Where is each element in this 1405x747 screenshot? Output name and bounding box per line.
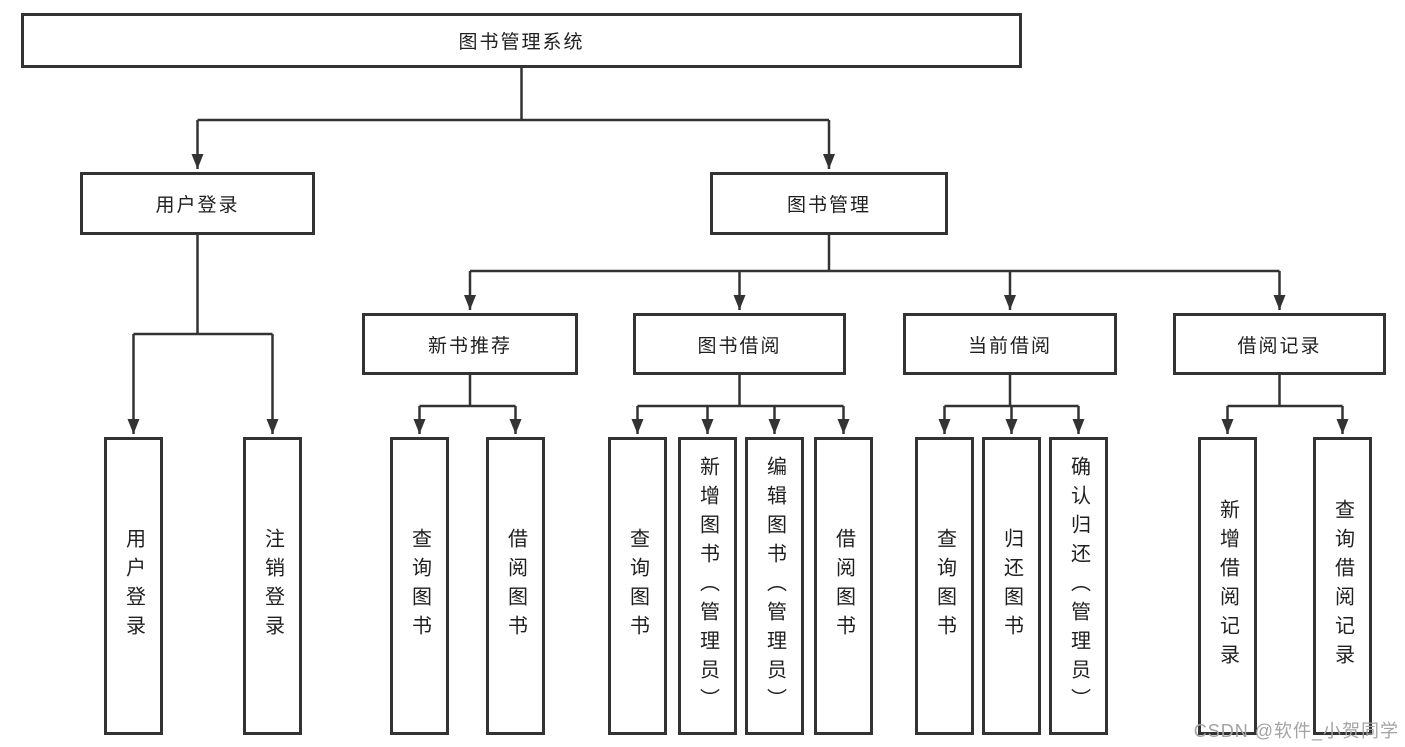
leaf-current-return: 归还图书	[982, 437, 1041, 735]
leaf-newbook-borrow: 借阅图书	[486, 437, 545, 735]
leaf-record-add: 新增借阅记录	[1198, 437, 1257, 735]
leaf-borrow-borrow-label: 借阅图书	[832, 528, 855, 644]
leaf-current-confirm-admin: 确认归还（管理员）	[1049, 437, 1108, 735]
leaf-current-confirm-admin-label: 确认归还（管理员）	[1067, 455, 1090, 717]
leaf-newbook-query: 查询图书	[390, 437, 449, 735]
node-borrow-records-label: 借阅记录	[1237, 335, 1322, 357]
node-book-management: 图书管理	[710, 172, 948, 235]
node-user-login: 用户登录	[80, 172, 315, 235]
leaf-record-add-label: 新增借阅记录	[1216, 499, 1239, 673]
node-current-borrowing-label: 当前借阅	[967, 335, 1052, 357]
node-book-borrowing-label: 图书借阅	[697, 335, 782, 357]
node-user-login-label: 用户登录	[155, 195, 240, 216]
leaf-record-query: 查询借阅记录	[1313, 437, 1372, 735]
leaf-newbook-borrow-label: 借阅图书	[504, 528, 527, 644]
leaf-logout-label: 注销登录	[261, 528, 284, 644]
node-book-management-label: 图书管理	[786, 195, 871, 216]
node-root-label: 图书管理系统	[458, 32, 585, 53]
leaf-current-query-label: 查询图书	[933, 528, 956, 644]
csdn-watermark: CSDN @软件_小贺同学	[1193, 721, 1399, 741]
node-book-borrowing: 图书借阅	[633, 313, 846, 375]
leaf-user-login-label: 用户登录	[122, 528, 145, 644]
leaf-current-return-label: 归还图书	[1000, 528, 1023, 644]
leaf-newbook-query-label: 查询图书	[408, 528, 431, 644]
leaf-user-login: 用户登录	[104, 437, 163, 735]
leaf-current-query: 查询图书	[915, 437, 974, 735]
node-new-book-recommend-label: 新书推荐	[427, 335, 512, 357]
leaf-borrow-edit-admin: 编辑图书（管理员）	[745, 437, 804, 735]
leaf-borrow-borrow: 借阅图书	[814, 437, 873, 735]
node-borrow-records: 借阅记录	[1173, 313, 1386, 375]
node-new-book-recommend: 新书推荐	[362, 313, 578, 375]
leaf-logout: 注销登录	[243, 437, 302, 735]
leaf-record-query-label: 查询借阅记录	[1331, 499, 1354, 673]
node-current-borrowing: 当前借阅	[903, 313, 1117, 375]
leaf-borrow-add-admin: 新增图书（管理员）	[678, 437, 737, 735]
node-root-system: 图书管理系统	[21, 13, 1022, 68]
leaf-borrow-query: 查询图书	[608, 437, 667, 735]
leaf-borrow-edit-admin-label: 编辑图书（管理员）	[763, 455, 786, 717]
leaf-borrow-add-admin-label: 新增图书（管理员）	[696, 455, 719, 717]
leaf-borrow-query-label: 查询图书	[626, 528, 649, 644]
